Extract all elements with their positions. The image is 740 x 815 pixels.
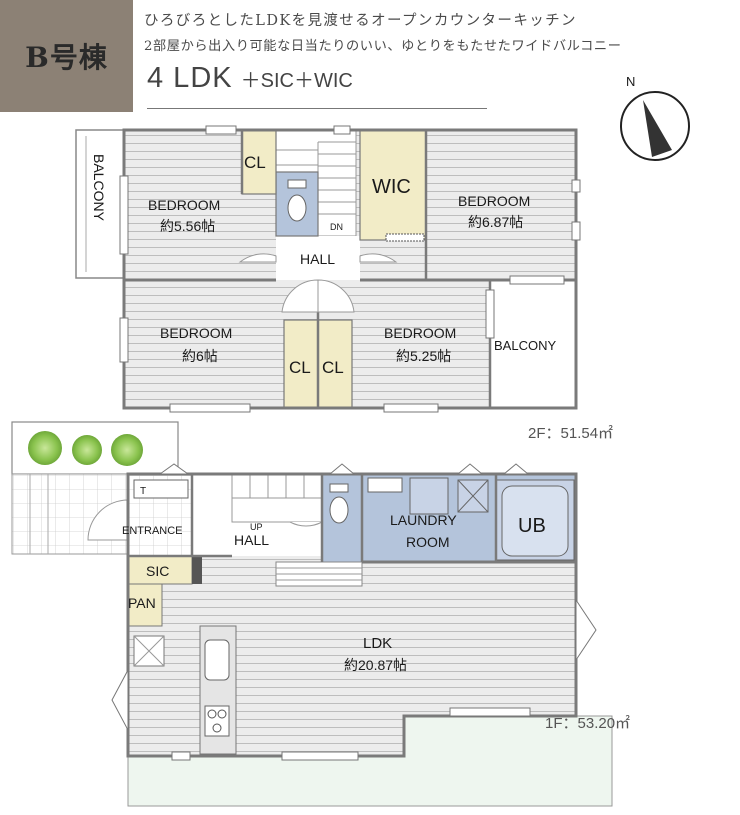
sink <box>204 639 230 681</box>
stair-up-label: UP <box>250 522 263 532</box>
bedroom-tl-name: BEDROOM <box>148 197 220 213</box>
floor1-area-label: 1F：53.20㎡ <box>545 715 630 732</box>
ldk-size: 約20.87帖 <box>344 657 407 673</box>
shrub-1 <box>28 431 62 465</box>
floor2-area-label: 2F：51.54㎡ <box>528 425 613 442</box>
hall-2f-label: HALL <box>300 251 335 267</box>
shrub-3 <box>111 434 143 466</box>
layout-type: 4 LDK ＋SIC＋WIC <box>147 62 353 95</box>
balcony-left <box>75 129 125 279</box>
closet-right-label: CL <box>322 358 344 377</box>
hall-2f <box>276 236 360 280</box>
entrance-label: ENTRANCE <box>122 525 183 537</box>
wic-label: WIC <box>372 176 411 198</box>
pan-label: PAN <box>128 595 156 611</box>
headline-balcony: 2部屋から出入り可能な日当たりのいい、ゆとりをもたせたワイドバルコニー <box>144 39 622 54</box>
bedroom-tr-size: 約6.87帖 <box>468 214 523 230</box>
compass: N <box>620 74 690 161</box>
bedroom-bl-size: 約6帖 <box>182 348 218 364</box>
layout-main: 4 LDK <box>147 62 233 94</box>
walk-in-closet <box>359 129 427 241</box>
hall-1f-label: HALL <box>234 532 269 548</box>
balcony-left-label: BALCONY <box>91 154 107 222</box>
bedroom-tr-name: BEDROOM <box>458 193 530 209</box>
compass-label: N <box>626 74 635 89</box>
layout-sub: ＋SIC＋WIC <box>240 70 353 92</box>
stair-dn-label: DN <box>330 222 343 232</box>
ldk-label: LDK <box>363 635 392 652</box>
shoe-cabinet-label: T <box>140 486 146 497</box>
headline-kitchen: ひろびろとしたLDKを見渡せるオープンカウンターキッチン <box>144 13 577 29</box>
closet-left-label: CL <box>289 358 311 377</box>
pantry <box>127 583 163 627</box>
sic-label: SIC <box>146 563 169 579</box>
floor-1: T ENTRANCE UP HALL LAUNDRY ROOM UB SIC P… <box>11 421 630 807</box>
bedroom-bl-name: BEDROOM <box>160 325 232 341</box>
floor-2: BALCONY BEDROOM 約5.56帖 CL WIC BEDROOM 約6… <box>75 125 613 442</box>
bedroom-br-name: BEDROOM <box>384 325 456 341</box>
shoe-cabinet <box>133 479 189 499</box>
shrub-2 <box>72 435 102 465</box>
laundry-label-1: LAUNDRY <box>390 512 457 528</box>
ub-label: UB <box>518 515 546 537</box>
entrance-door <box>87 499 129 541</box>
closet-top-label: CL <box>244 153 266 172</box>
closet-left <box>283 319 319 409</box>
laundry-label-2: ROOM <box>406 534 450 550</box>
building-badge: B号棟 <box>0 0 133 112</box>
sic-post <box>192 556 202 584</box>
bedroom-tl-size: 約5.56帖 <box>160 218 215 234</box>
header-rule <box>147 108 487 109</box>
bedroom-br-size: 約5.25帖 <box>396 348 451 364</box>
balcony-right-label: BALCONY <box>494 338 556 353</box>
